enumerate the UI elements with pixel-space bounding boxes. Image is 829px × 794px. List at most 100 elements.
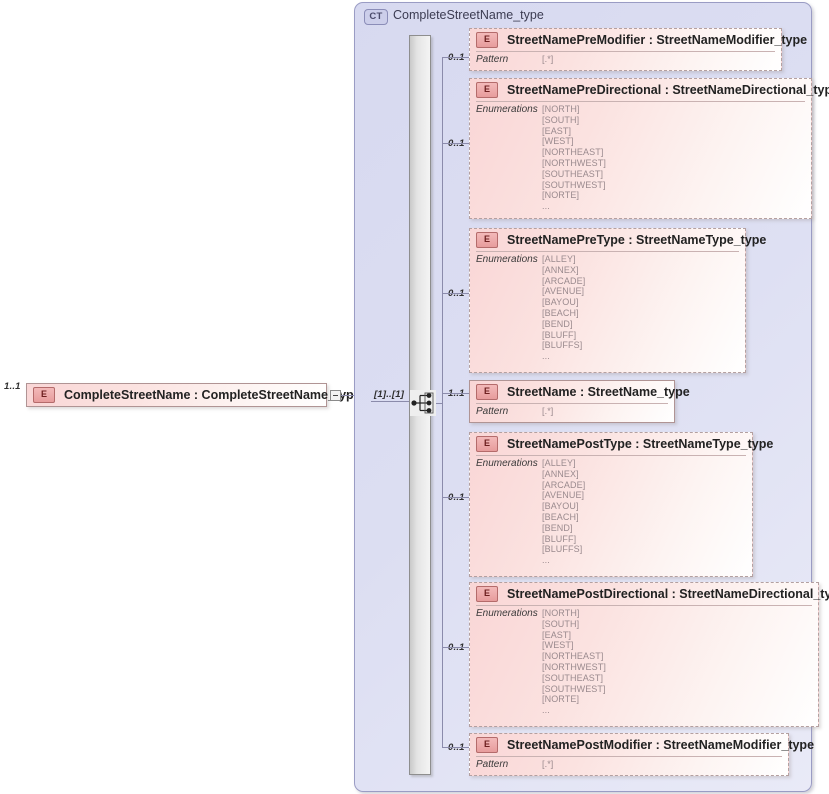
facet-value: ... <box>542 555 550 566</box>
facet-value: ... <box>542 705 550 716</box>
facet-row: Pattern [.*] <box>470 756 788 773</box>
element-box-complete-street-name[interactable]: E CompleteStreetName : CompleteStreetNam… <box>26 383 361 407</box>
facet-value: [SOUTH] <box>542 618 580 629</box>
connector-child-4 <box>442 497 469 498</box>
facet-value: [ANNEX] <box>542 264 579 275</box>
facet-value: [SOUTHWEST] <box>542 179 606 190</box>
facet-value: [ALLEY] <box>542 254 576 264</box>
complex-type-badge-icon: CT <box>364 9 388 25</box>
element-box-street-name-pre-directional[interactable]: E StreetNamePreDirectional : StreetNameD… <box>469 78 829 219</box>
facet-value: [BEND] <box>542 522 573 533</box>
facet-label: Enumerations <box>476 254 538 265</box>
facet-value: [ANNEX] <box>542 468 579 479</box>
facet-values: [.*] <box>542 406 553 417</box>
element-label: CompleteStreetName : CompleteStreetName_… <box>64 388 361 402</box>
connector-child-5 <box>442 647 469 648</box>
facet-value: [SOUTHWEST] <box>542 683 606 694</box>
facet-value: [NORTH] <box>542 104 580 114</box>
facet-value: [BLUFFS] <box>542 340 583 351</box>
facet-value: [BAYOU] <box>542 297 579 308</box>
element-label: StreetName : StreetName_type <box>507 385 690 399</box>
element-header: E StreetNamePreDirectional : StreetNameD… <box>470 79 829 101</box>
facet-value: [AVENUE] <box>542 490 585 501</box>
facet-value: [EAST] <box>542 629 572 640</box>
element-badge-icon: E <box>33 387 55 403</box>
facet-value: [SOUTHEAST] <box>542 168 604 179</box>
element-label: StreetNamePostDirectional : StreetNameDi… <box>507 587 829 601</box>
element-header: E CompleteStreetName : CompleteStreetNam… <box>27 384 361 406</box>
facet-label: Enumerations <box>476 608 538 619</box>
element-badge-icon: E <box>476 82 498 98</box>
element-divider <box>476 251 739 252</box>
complex-type-title: CompleteStreetName_type <box>393 8 544 22</box>
facet-value: [SOUTHEAST] <box>542 672 604 683</box>
facet-values: [NORTH] [SOUTH] [EAST] [WEST] [NORTHEAST… <box>542 608 606 716</box>
element-badge-icon: E <box>476 436 498 452</box>
facet-values: [ALLEY] [ANNEX] [ARCADE] [AVENUE] [BAYOU… <box>542 458 585 566</box>
element-badge-icon: E <box>476 32 498 48</box>
facet-value: [NORTE] <box>542 694 580 705</box>
facet-values: [.*] <box>542 54 553 65</box>
facet-row: Enumerations [NORTH] [SOUTH] [EAST] [WES… <box>470 101 811 215</box>
facet-value: [NORTE] <box>542 190 580 201</box>
element-badge-icon: E <box>476 232 498 248</box>
element-divider <box>476 455 746 456</box>
connector-spine <box>442 57 443 747</box>
facet-label: Pattern <box>476 759 509 770</box>
element-header: E StreetNamePostDirectional : StreetName… <box>470 583 829 605</box>
collapse-toggle-box[interactable] <box>330 390 341 401</box>
facet-value: [.*] <box>542 759 554 769</box>
facet-value: [NORTHEAST] <box>542 147 604 158</box>
element-label: StreetNamePreType : StreetNameType_type <box>507 233 767 247</box>
facet-value: [WEST] <box>542 136 574 147</box>
element-header: E StreetNamePostType : StreetNameType_ty… <box>470 433 773 455</box>
connector-compositor-to-spine <box>436 403 442 404</box>
connector-into-model-bar <box>371 401 409 402</box>
facet-row: Enumerations [ALLEY] [ANNEX] [ARCADE] [A… <box>470 251 745 365</box>
sequence-compositor-icon[interactable] <box>410 390 436 416</box>
facet-value: [.*] <box>542 54 554 64</box>
element-divider <box>476 756 782 757</box>
element-badge-icon: E <box>476 737 498 753</box>
element-header: E StreetNamePostModifier : StreetNameMod… <box>470 734 814 756</box>
element-badge-icon: E <box>476 586 498 602</box>
facet-value: [NORTHEAST] <box>542 651 604 662</box>
facet-label: Enumerations <box>476 104 538 115</box>
facet-value: [BLUFF] <box>542 329 577 340</box>
facet-row: Pattern [.*] <box>470 403 674 420</box>
facet-value: ... <box>542 201 550 212</box>
facet-value: [AVENUE] <box>542 286 585 297</box>
element-box-street-name[interactable]: E StreetName : StreetName_type Pattern [… <box>469 380 690 423</box>
facet-label: Enumerations <box>476 458 538 469</box>
root-occurrence-label: 1..1 <box>4 381 21 392</box>
facet-label: Pattern <box>476 406 509 417</box>
facet-value: [.*] <box>542 406 554 416</box>
element-label: StreetNamePreModifier : StreetNameModifi… <box>507 33 808 47</box>
facet-value: [BAYOU] <box>542 501 579 512</box>
element-badge-icon: E <box>476 384 498 400</box>
element-header: E StreetNamePreType : StreetNameType_typ… <box>470 229 766 251</box>
facet-value: [WEST] <box>542 640 574 651</box>
element-box-street-name-pre-modifier[interactable]: E StreetNamePreModifier : StreetNameModi… <box>469 28 807 71</box>
facet-value: ... <box>542 351 550 362</box>
element-divider <box>476 403 668 404</box>
facet-value: [BLUFF] <box>542 533 577 544</box>
facet-value: [NORTH] <box>542 608 580 618</box>
facet-value: [EAST] <box>542 125 572 136</box>
element-box-street-name-post-type[interactable]: E StreetNamePostType : StreetNameType_ty… <box>469 432 773 577</box>
connector-child-3 <box>442 393 469 394</box>
facet-value: [BEND] <box>542 318 573 329</box>
element-box-street-name-post-directional[interactable]: E StreetNamePostDirectional : StreetName… <box>469 582 829 727</box>
facet-value: [BEACH] <box>542 511 579 522</box>
facet-value: [SOUTH] <box>542 114 580 125</box>
element-box-street-name-post-modifier[interactable]: E StreetNamePostModifier : StreetNameMod… <box>469 733 814 776</box>
facet-row: Pattern [.*] <box>470 51 781 68</box>
element-box-street-name-pre-type[interactable]: E StreetNamePreType : StreetNameType_typ… <box>469 228 766 373</box>
connector-child-6 <box>442 747 469 748</box>
facet-value: [ARCADE] <box>542 275 586 286</box>
facet-value: [ARCADE] <box>542 479 586 490</box>
facet-row: Enumerations [NORTH] [SOUTH] [EAST] [WES… <box>470 605 818 719</box>
element-label: StreetNamePostType : StreetNameType_type <box>507 437 774 451</box>
element-label: StreetNamePostModifier : StreetNameModif… <box>507 738 815 752</box>
